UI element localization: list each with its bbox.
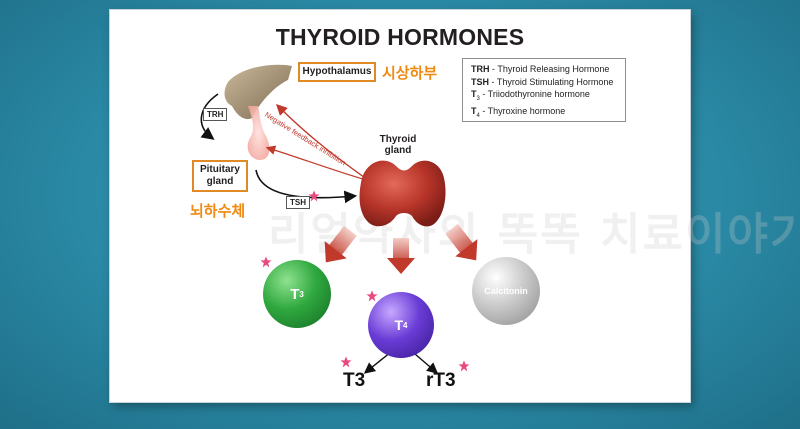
legend-row-t3: T3 - Triiodothyronine hormone <box>471 89 590 102</box>
hypothalamus-label: Hypothalamus <box>298 62 376 82</box>
rt3-product-label: rT3 <box>426 370 456 391</box>
negative-feedback-arrow <box>276 104 369 181</box>
legend-row-tsh: TSH - Thyroid Stimulating Hormone <box>471 76 614 87</box>
tsh-arrow <box>255 169 358 204</box>
trh-arrow <box>200 93 219 140</box>
hypothalamus-korean-label: 시상하부 <box>382 65 438 82</box>
fat-arrow-to-calcitonin <box>445 223 478 261</box>
tsh-tag: TSH <box>286 196 310 209</box>
calcitonin-hormone-ball: Calcitonin <box>472 257 540 325</box>
fat-arrow-to-t3 <box>324 225 357 263</box>
legend-row-t4: T4 - Thyroxine hormone <box>471 106 566 120</box>
t3-product-label: T3 <box>343 370 366 391</box>
star-icon-rt3-product <box>458 360 470 372</box>
fat-arrow-to-t4 <box>387 238 415 274</box>
star-icon-t3-product <box>340 356 352 368</box>
hypothalamus-illustration <box>224 64 292 160</box>
legend-box: TRH - Thyroid Releasing Hormone TSH - Th… <box>462 58 626 122</box>
diagram-illustration <box>200 64 478 374</box>
negative-feedback-arrow-2 <box>265 145 367 181</box>
trh-tag: TRH <box>203 108 228 121</box>
watermark-text: 리얼약사의 똑똑 치료이야기 <box>268 209 800 260</box>
pituitary-label: Pituitary gland <box>192 160 248 192</box>
star-icon-t4-ball <box>366 290 378 302</box>
pituitary-korean-label: 뇌하수체 <box>190 203 246 220</box>
thyroid-gland-label: Thyroid gland <box>379 134 417 156</box>
star-icon-t3-ball <box>260 256 272 268</box>
diagram-card: THYROID HORMONES TRH - Thyroid Releasing… <box>110 10 800 402</box>
star-icon-tsh <box>308 190 320 202</box>
diagram-title: THYROID HORMONES <box>275 24 525 50</box>
legend-row-trh: TRH - Thyroid Releasing Hormone <box>471 64 610 74</box>
thyroid-gland-illustration <box>359 160 446 227</box>
